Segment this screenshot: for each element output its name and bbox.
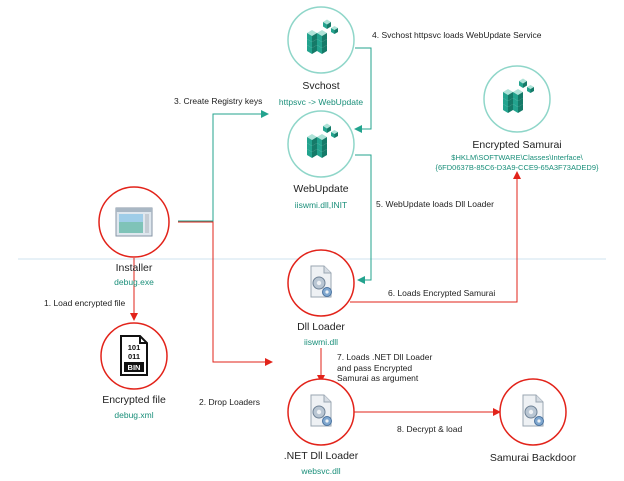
net-dll-loader-subtitle: websvc.dll	[301, 466, 341, 476]
webupdate-subtitle: iiswmi.dll,INIT	[294, 200, 348, 210]
dll-gears-icon	[310, 394, 332, 427]
bin-icon-line-1: 101	[128, 343, 141, 352]
installer-window-icon	[115, 207, 153, 237]
svchost-subtitle: httpsvc -> WebUpdate	[278, 97, 364, 107]
encrypted-samurai-title: Encrypted Samurai	[472, 139, 562, 151]
arrow-drop-loaders	[178, 221, 273, 366]
encrypted-samurai-registry-node	[483, 65, 551, 133]
encrypted-samurai-registry-path: $HKLM\SOFTWARE\Classes\Interface\	[451, 153, 583, 162]
samurai-backdoor-title: Samurai Backdoor	[489, 452, 577, 464]
step-2-label: 2. Drop Loaders	[199, 397, 260, 407]
webupdate-node	[287, 110, 355, 178]
step-6-label: 6. Loads Encrypted Samurai	[388, 288, 496, 298]
step-3-label: 3. Create Registry keys	[174, 96, 263, 106]
step-1-label: 1. Load encrypted file	[44, 298, 126, 308]
encrypted-file-title: Encrypted file	[102, 394, 166, 406]
bin-icon-line-3: BIN	[128, 363, 141, 372]
bin-icon-line-2: 011	[128, 352, 140, 361]
bin-file-icon: 101 011 BIN	[120, 335, 148, 376]
dll-loader-title: Dll Loader	[297, 321, 345, 333]
dll-gears-icon	[310, 265, 332, 298]
encrypted-file-subtitle: debug.xml	[114, 410, 154, 420]
installer-node	[98, 186, 170, 258]
arrow-create-registry	[178, 110, 269, 222]
arrow-webupdate-dllloader	[355, 154, 372, 284]
arrow-loads-encrypted-samurai	[350, 171, 521, 303]
dll-loader-subtitle: iiswmi.dll	[304, 337, 338, 347]
step-8-label: 8. Decrypt & load	[397, 424, 463, 434]
step-4-label: 4. Svchost httpsvc loads WebUpdate Servi…	[372, 30, 542, 40]
svchost-node	[287, 6, 355, 74]
arrow-svchost-webupdate	[354, 47, 372, 133]
step-7-label: 7. Loads .NET Dll Loader and pass Encryp…	[337, 352, 433, 383]
webupdate-title: WebUpdate	[293, 183, 349, 195]
dll-gears-icon	[522, 394, 544, 427]
encrypted-file-node: 101 011 BIN	[100, 322, 168, 390]
net-dll-loader-title: .NET Dll Loader	[283, 450, 359, 462]
encrypted-samurai-registry-guid: {6FD0637B-85C6-D3A9-CCE9-65A3F73ADED9}	[435, 163, 599, 172]
samurai-backdoor-node	[499, 378, 567, 446]
dll-loader-node	[287, 249, 355, 317]
step-5-label: 5. WebUpdate loads Dll Loader	[376, 199, 494, 209]
net-dll-loader-node	[287, 378, 355, 446]
installer-title: Installer	[115, 262, 153, 274]
svchost-title: Svchost	[302, 80, 340, 92]
installer-subtitle: debug.exe	[114, 277, 154, 287]
